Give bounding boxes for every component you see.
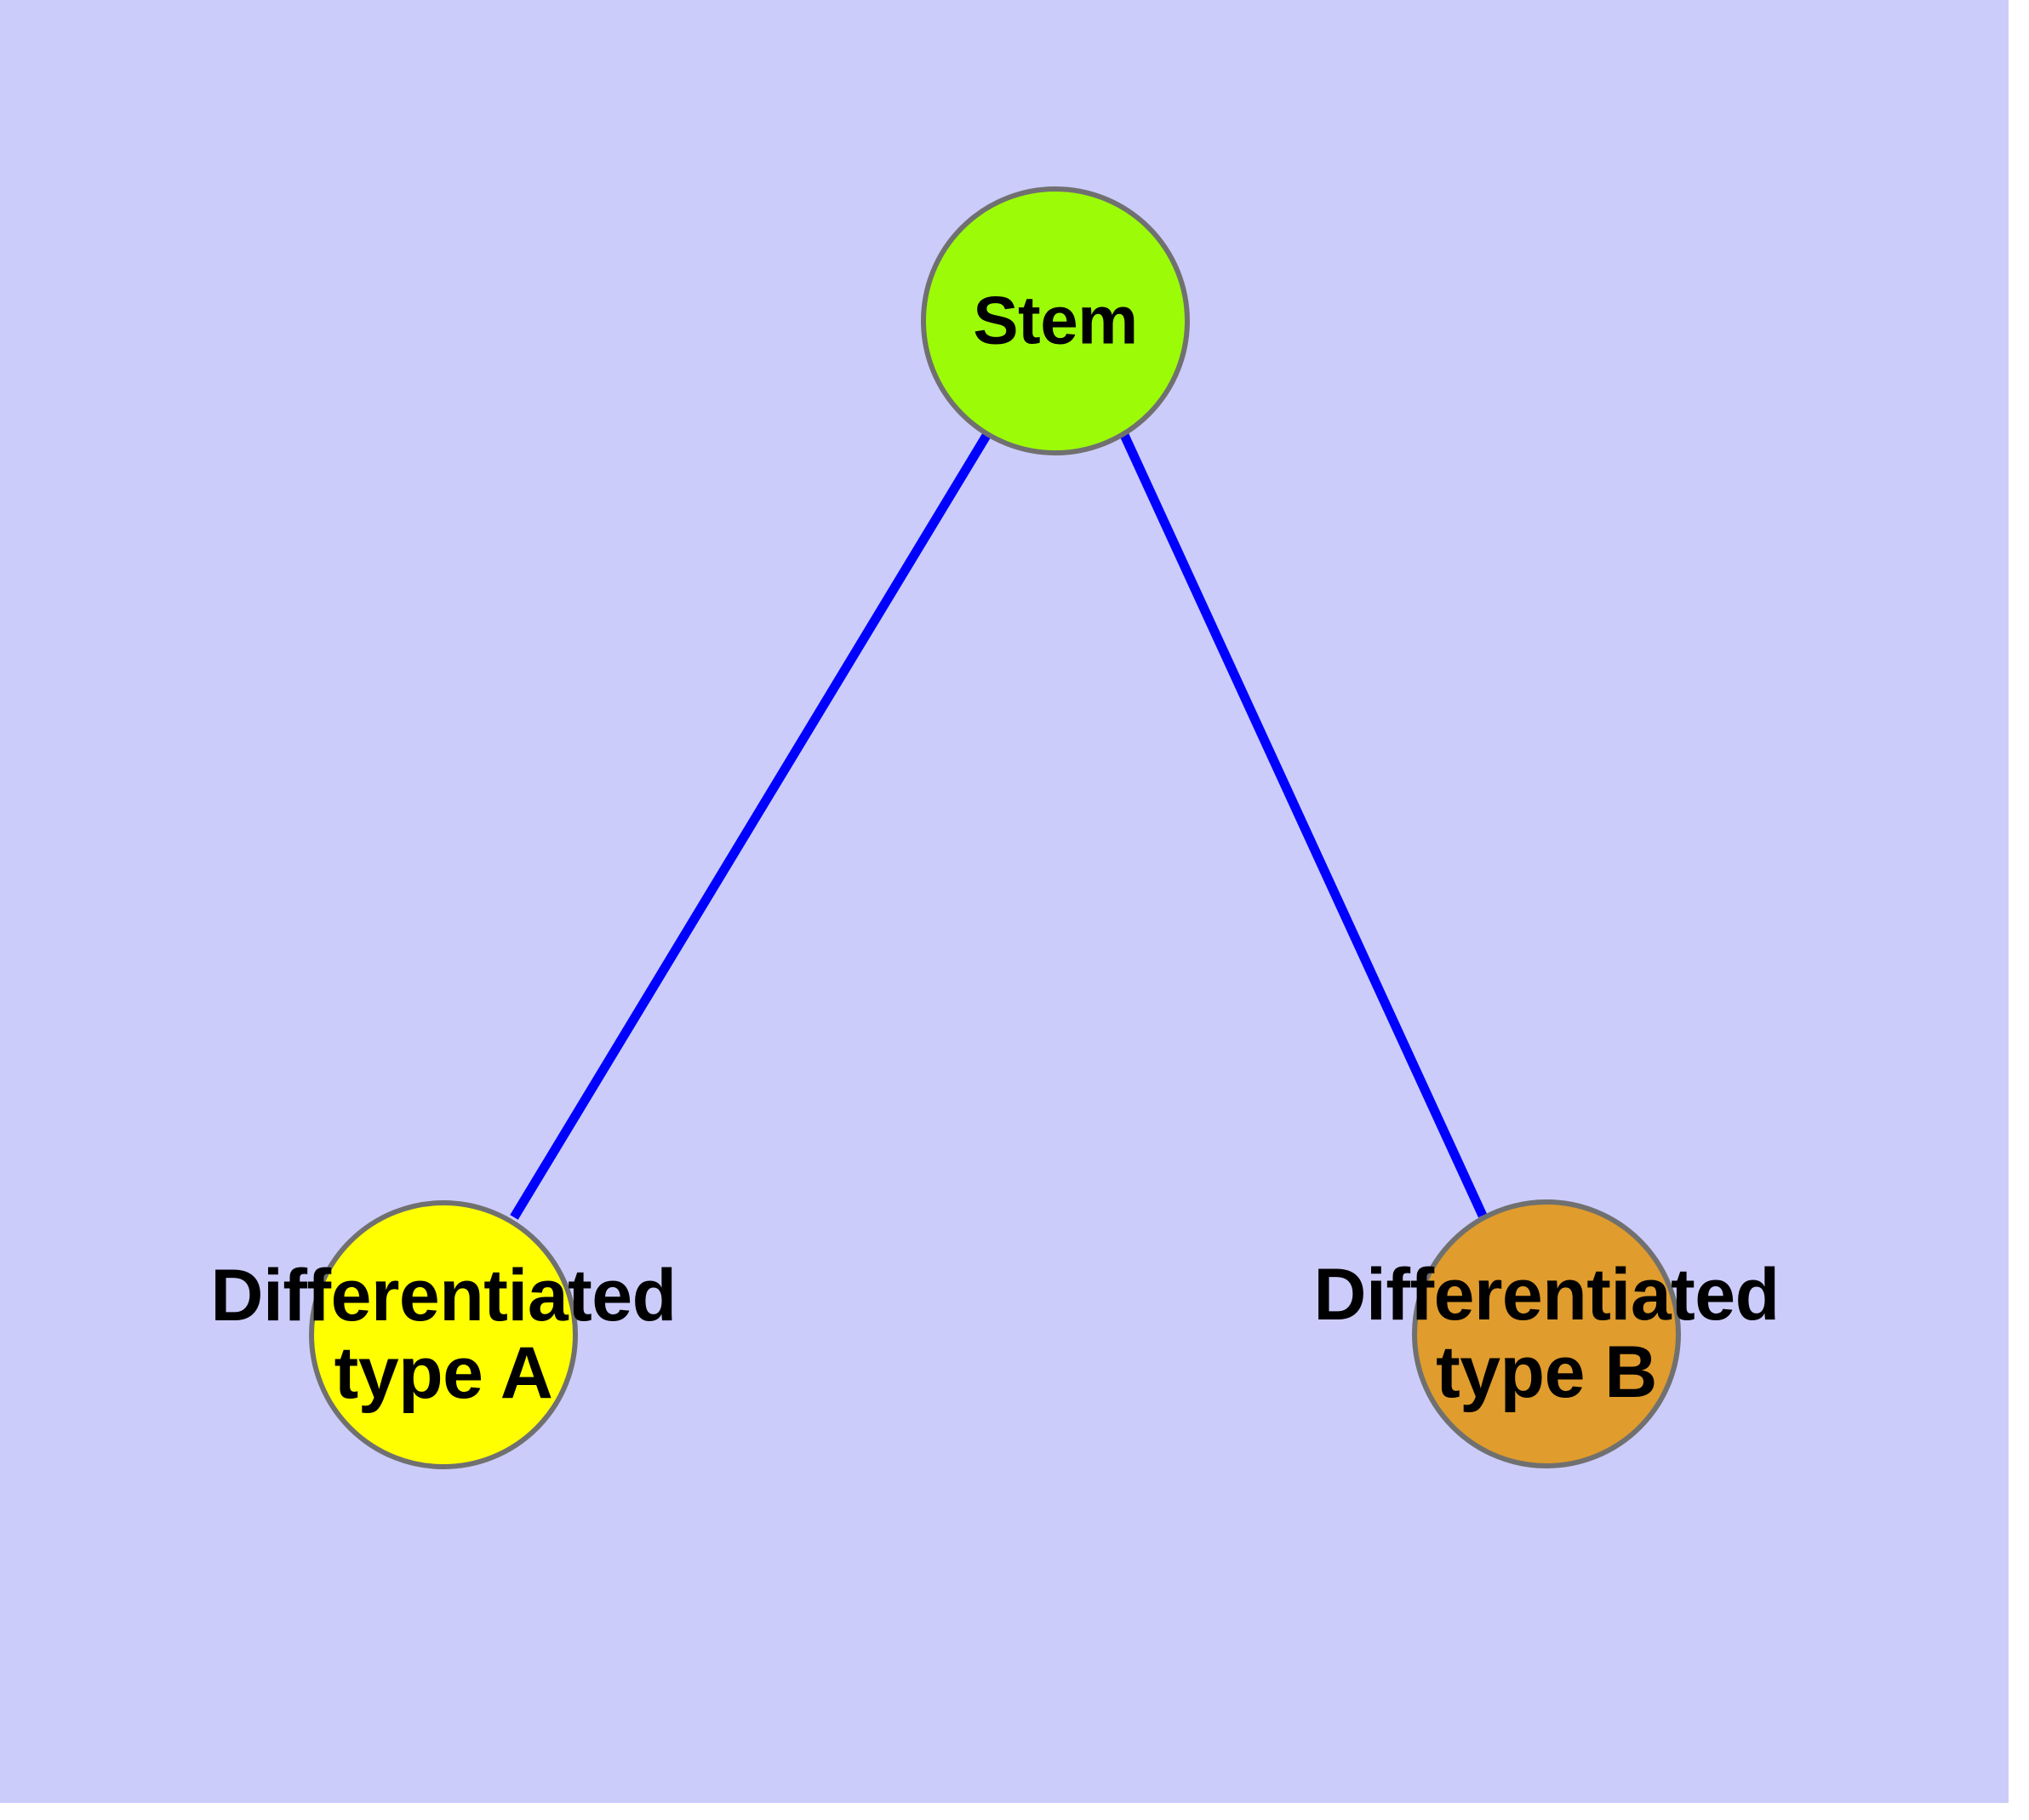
nodes-layer — [309, 186, 1681, 1469]
graph-node-stem[interactable] — [921, 186, 1190, 455]
edges-layer — [510, 432, 1487, 1220]
graph-edge — [1120, 432, 1487, 1218]
graph-node-diff_a[interactable] — [309, 1200, 578, 1469]
graph-edge — [510, 432, 992, 1220]
graph-node-diff_b[interactable] — [1412, 1199, 1681, 1468]
